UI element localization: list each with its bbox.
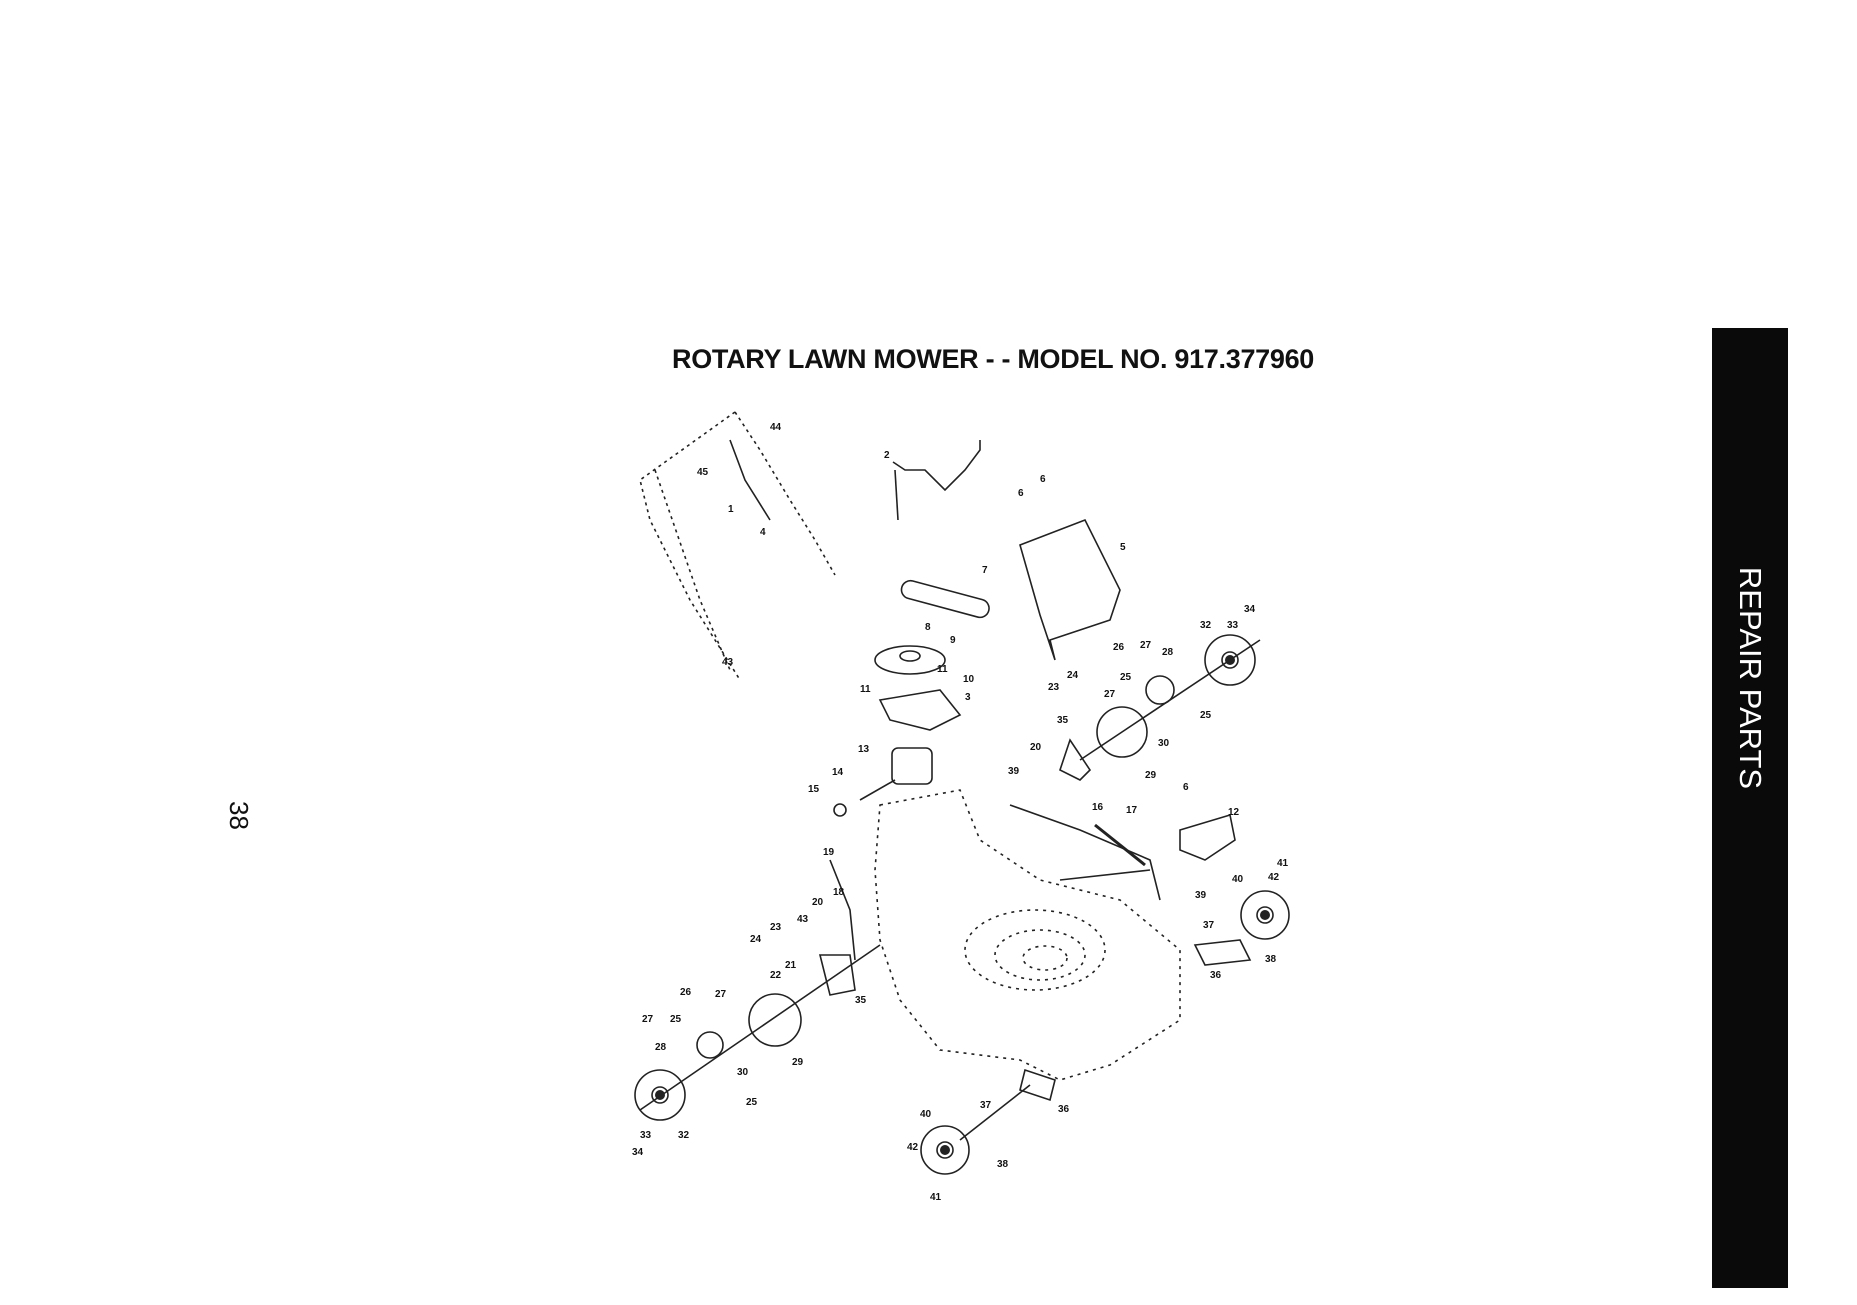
callout: 7	[982, 565, 988, 576]
callout: 6	[1183, 782, 1189, 793]
callout: 25	[1200, 710, 1212, 721]
rear-right-bracket	[1060, 740, 1090, 780]
callout: 26	[1113, 642, 1125, 653]
callout: 20	[1030, 742, 1042, 753]
control-bar-end	[895, 470, 898, 520]
drive-shaft	[860, 780, 895, 800]
callout: 27	[715, 989, 727, 1000]
callout: 3	[965, 692, 971, 703]
handle-assembly	[640, 412, 835, 680]
callout: 2	[884, 450, 890, 461]
callout: 17	[1126, 805, 1138, 816]
callout: 20	[812, 897, 824, 908]
height-lever	[830, 860, 855, 960]
callout: 28	[655, 1042, 667, 1053]
callout: 16	[1092, 802, 1104, 813]
callout: 10	[963, 674, 975, 685]
callout: 21	[785, 960, 797, 971]
callout: 6	[1040, 474, 1046, 485]
callout: 39	[1195, 890, 1207, 901]
callout: 40	[1232, 874, 1244, 885]
callout: 37	[980, 1100, 992, 1111]
callout: 22	[770, 970, 782, 981]
callout: 37	[1203, 920, 1215, 931]
callout: 30	[737, 1067, 749, 1078]
callout: 25	[1120, 672, 1132, 683]
callout: 32	[678, 1130, 690, 1141]
callout: 41	[930, 1192, 942, 1203]
callout: 25	[670, 1014, 682, 1025]
callout: 39	[1008, 766, 1020, 777]
callout: 11	[937, 664, 948, 675]
callout: 27	[642, 1014, 654, 1025]
callout: 43	[722, 657, 734, 668]
callout: 32	[1200, 620, 1212, 631]
callout: 36	[1210, 970, 1222, 981]
callout: 15	[808, 784, 820, 795]
callout: 19	[823, 847, 835, 858]
rear-deflector	[1020, 520, 1120, 660]
handle-lever	[730, 440, 770, 520]
callout: 12	[1228, 807, 1240, 818]
callout: 29	[792, 1057, 804, 1068]
callout: 11	[860, 684, 871, 695]
rear-left-axle	[640, 945, 880, 1110]
callout: 33	[1227, 620, 1239, 631]
callout: 9	[950, 635, 956, 646]
rod-link	[1060, 870, 1150, 880]
callout: 29	[1145, 770, 1157, 781]
callout: 27	[1104, 689, 1116, 700]
callout: 30	[1158, 738, 1170, 749]
callout: 35	[855, 995, 867, 1006]
shaft-washer	[834, 804, 846, 816]
callout: 45	[697, 467, 709, 478]
callout: 42	[1268, 872, 1280, 883]
callout: 23	[770, 922, 782, 933]
callout: 13	[858, 744, 870, 755]
gear-case	[892, 748, 932, 784]
callout: 5	[1120, 542, 1126, 553]
callout: 1	[728, 504, 734, 515]
callout: 4	[760, 527, 766, 538]
callout: 24	[750, 934, 762, 945]
callout: 38	[1265, 954, 1277, 965]
callout: 43	[797, 914, 809, 925]
rear-left-drive-wheel	[749, 994, 801, 1046]
callout: 38	[997, 1159, 1009, 1170]
callout: 41	[1277, 858, 1289, 869]
callout-labels: 44 45 1 4 43 2 6 6 5 7 8 9 11 10 11 3 13…	[632, 422, 1289, 1203]
callout: 34	[1244, 604, 1256, 615]
callout: 42	[907, 1142, 919, 1153]
rear-left-gear	[697, 1032, 723, 1058]
spring	[1095, 825, 1145, 865]
callout: 23	[1048, 682, 1060, 693]
wheel-fills	[655, 655, 1270, 1155]
callout: 26	[680, 987, 692, 998]
callout: 35	[1057, 715, 1069, 726]
callout: 40	[920, 1109, 932, 1120]
callout: 34	[632, 1147, 644, 1158]
height-rod	[1010, 805, 1160, 900]
front-right-bracket	[1195, 940, 1250, 965]
transmission-bracket	[880, 690, 960, 730]
callout: 18	[833, 887, 845, 898]
callout: 6	[1018, 488, 1024, 499]
side-deflector	[1180, 815, 1235, 860]
callout: 14	[832, 767, 844, 778]
pulley-hub	[900, 651, 920, 661]
callout: 27	[1140, 640, 1152, 651]
control-bar	[893, 440, 980, 490]
callout: 25	[746, 1097, 758, 1108]
callout: 8	[925, 622, 931, 633]
callout: 33	[640, 1130, 652, 1141]
front-left-axle	[960, 1085, 1030, 1140]
callout: 44	[770, 422, 782, 433]
mower-deck	[875, 790, 1180, 1080]
callout: 28	[1162, 647, 1174, 658]
drive-belt	[899, 579, 991, 620]
callout: 36	[1058, 1104, 1070, 1115]
callout: 24	[1067, 670, 1079, 681]
